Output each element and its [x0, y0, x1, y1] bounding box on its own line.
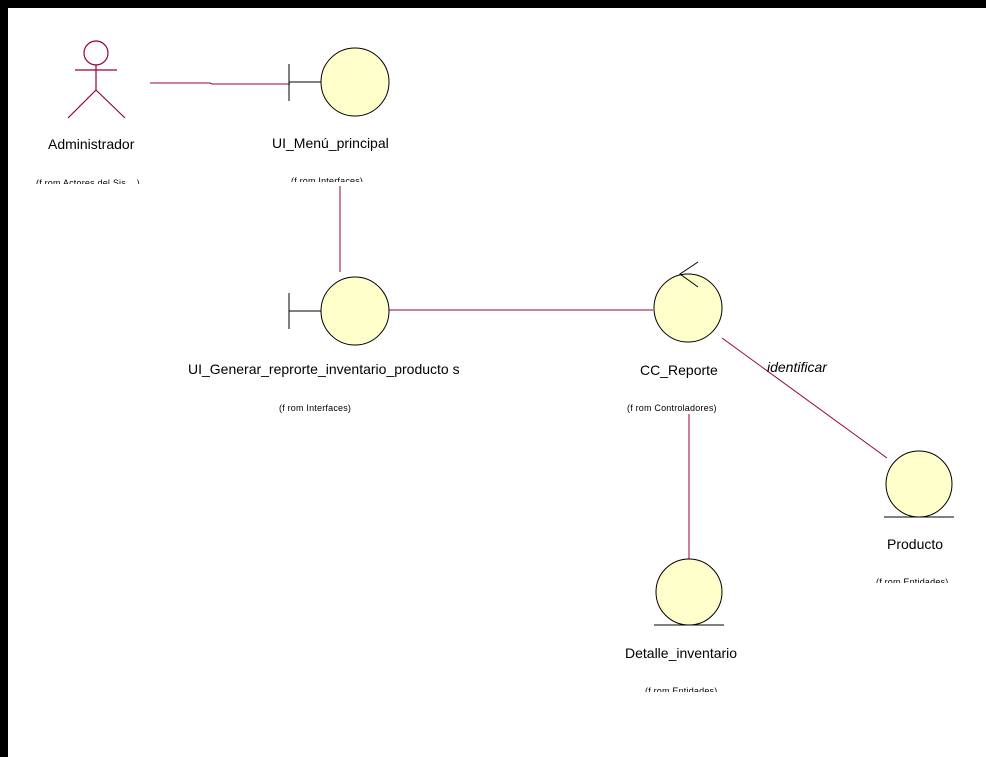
ui-generar-from-label: (f rom Interfaces) [279, 403, 352, 413]
producto-name-label: Producto [887, 536, 944, 552]
boundary-ui-generar-reporte[interactable] [288, 276, 390, 346]
association-control-producto[interactable] [721, 337, 888, 459]
ui-generar-name-label: UI_Generar_reprorte_inventario_producto … [188, 361, 460, 377]
actor-head [83, 40, 109, 66]
entity-circle [655, 558, 723, 626]
control-cc-reporte[interactable] [653, 261, 723, 343]
ui-menu-name-label: UI_Menú_principal [272, 135, 389, 151]
actor-right-leg [95, 89, 126, 119]
boundary-circle [320, 276, 390, 346]
control-name-label: CC_Reporte [640, 362, 718, 378]
association-actor-menu[interactable] [150, 82, 290, 85]
producto-from-label: (f rom Entidades) [876, 577, 949, 583]
actor-from-label: (f rom Actores del Sis ...) [36, 178, 140, 184]
boundary-ui-menu-principal[interactable] [288, 47, 390, 117]
actor-administrador[interactable] [67, 40, 126, 119]
association-label-identificar: identificar [767, 359, 827, 375]
entity-circle [885, 450, 953, 518]
entity-producto[interactable] [884, 450, 954, 518]
control-from-label: (f rom Controladores) [627, 403, 717, 413]
entity-detalle-inventario[interactable] [654, 558, 724, 626]
actor-left-leg [67, 89, 97, 119]
control-circle [653, 273, 723, 343]
control-arrowhead [679, 261, 699, 288]
boundary-circle [320, 47, 390, 117]
detalle-name-label: Detalle_inventario [625, 645, 738, 661]
ui-menu-from-label: (f rom Interfaces) [291, 176, 364, 182]
actor-name-label: Administrador [48, 136, 135, 152]
detalle-from-label: (f rom Entidades) [645, 686, 718, 692]
